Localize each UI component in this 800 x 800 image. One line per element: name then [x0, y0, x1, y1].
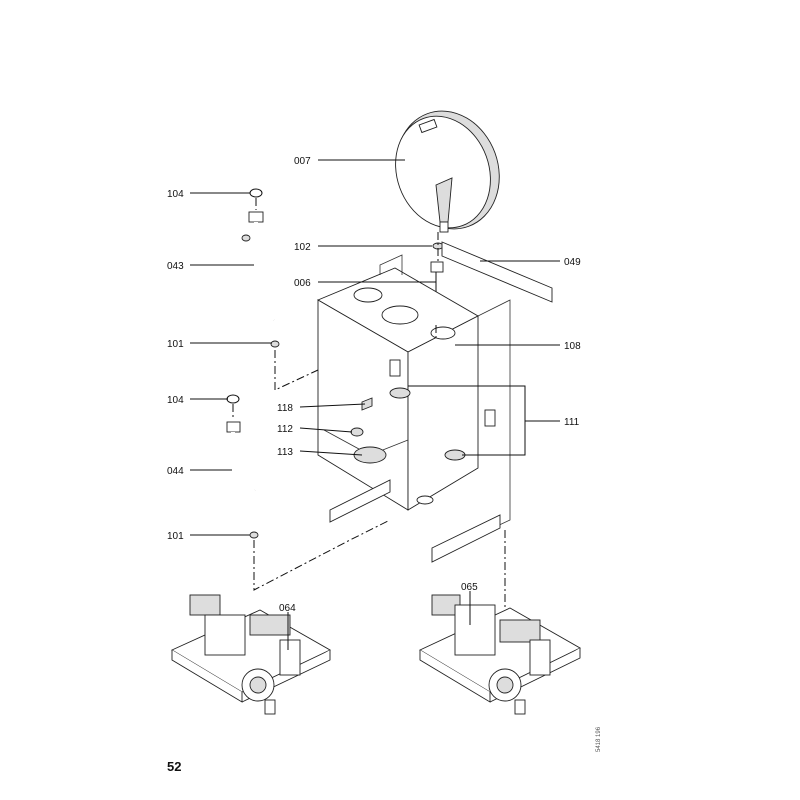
page-number: 52	[167, 759, 181, 774]
label-118: 118	[277, 403, 293, 414]
pipe-044	[226, 394, 259, 539]
drawing-reference: 5418 196	[596, 726, 602, 752]
label-101-bottom: 101	[167, 531, 184, 542]
label-007: 007	[294, 156, 311, 167]
label-112: 112	[277, 424, 293, 435]
label-102: 102	[294, 242, 311, 253]
label-064: 064	[279, 603, 296, 614]
label-104-bottom: 104	[167, 395, 184, 406]
label-049: 049	[564, 257, 581, 268]
label-111: 111	[564, 417, 580, 428]
label-044: 044	[167, 466, 184, 477]
bracket-049	[441, 241, 553, 303]
boiler-frame	[316, 254, 511, 563]
label-101-top: 101	[167, 339, 184, 350]
pump-assembly-064	[171, 594, 331, 715]
label-104-top: 104	[167, 189, 184, 200]
pipe-043	[241, 188, 280, 348]
label-006: 006	[294, 278, 311, 289]
label-043: 043	[167, 261, 184, 272]
pump-assembly-065	[419, 594, 581, 715]
label-108: 108	[564, 341, 581, 352]
expansion-vessel	[395, 110, 500, 233]
label-113: 113	[277, 447, 293, 458]
label-065: 065	[461, 582, 478, 593]
